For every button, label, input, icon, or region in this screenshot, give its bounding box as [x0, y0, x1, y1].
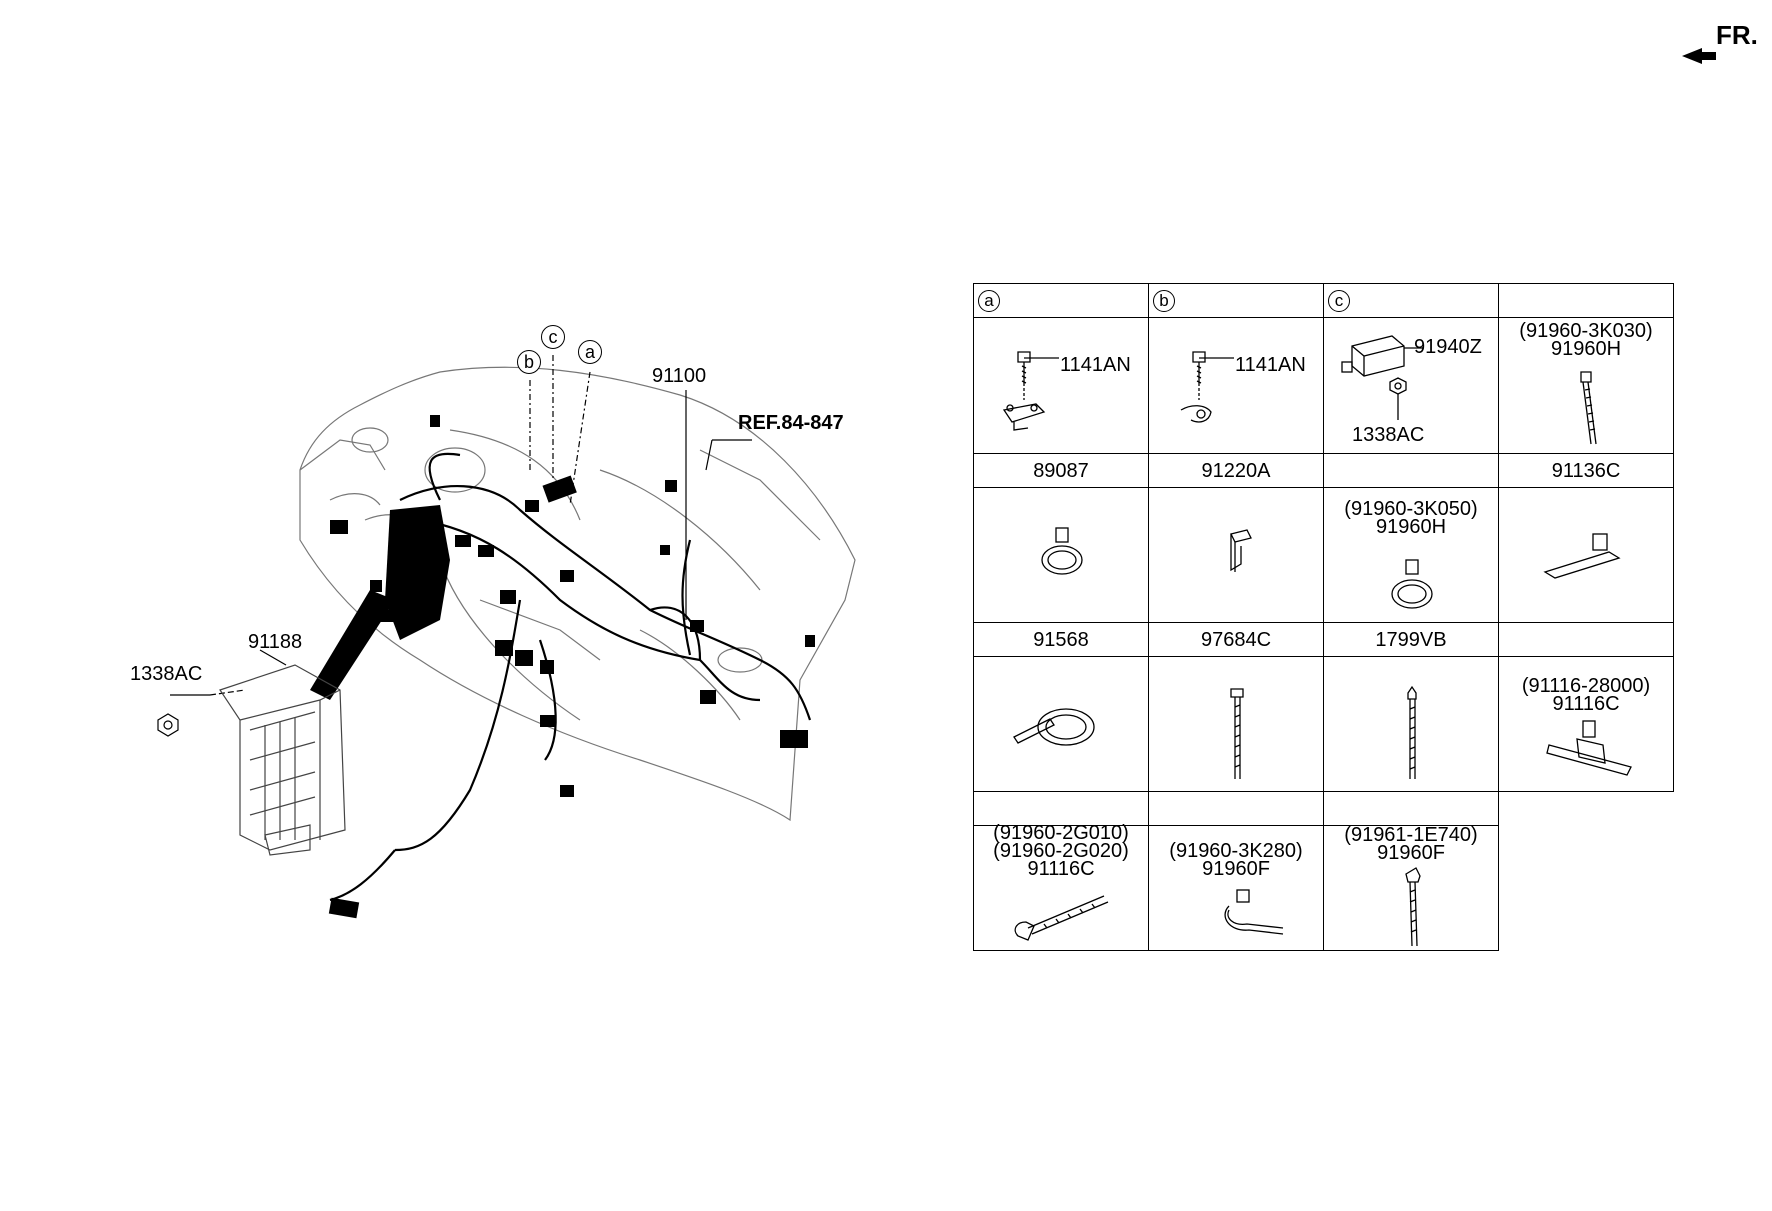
clamp-icon: [1391, 559, 1433, 609]
part-number-alt: (91960-3K030): [1519, 320, 1653, 342]
bracket-clip-icon: [1230, 529, 1252, 572]
cable-tie-icon: [1407, 685, 1417, 779]
part-cell-r3c3: [1323, 656, 1499, 792]
label-cell-r3c1: 91568: [973, 622, 1149, 657]
table-header-a: a: [973, 283, 1149, 318]
header-callout-b: b: [1153, 290, 1175, 312]
part-number: 91960H: [1550, 338, 1622, 360]
callout-c: c: [541, 325, 565, 349]
label-cell-r4c2: [1148, 791, 1324, 826]
table-header-d: [1498, 283, 1674, 318]
part-number: 1141AN: [1235, 354, 1306, 376]
callout-a: a: [578, 340, 602, 364]
cable-tie-icon: [1014, 895, 1109, 941]
part-cell-r3c2: [1148, 656, 1324, 792]
nut-label: 1338AC: [130, 663, 203, 685]
part-number: 91960H: [1375, 516, 1447, 538]
label-cell-r3c3: 1799VB: [1323, 622, 1499, 657]
part-number: 91116C: [1027, 858, 1095, 880]
label-cell-r4c3: [1323, 791, 1499, 826]
part-number: 91568: [1033, 629, 1089, 651]
part-cell-r2c4: [1498, 487, 1674, 623]
part-cell-r1c2: 1141AN: [1148, 317, 1324, 454]
dashboard-harness-drawing: [157, 355, 856, 919]
part-number: 1338AC: [1352, 424, 1425, 446]
part-cell-r2c3: (91960-3K050) 91960H: [1323, 487, 1499, 623]
tape-clip-icon: [1543, 533, 1621, 579]
part-number: 91960F: [1202, 858, 1270, 880]
part-number-alt: (91960-3K050): [1344, 498, 1478, 520]
tape-clip-icon: [1546, 720, 1632, 776]
table-header-c: c: [1323, 283, 1499, 318]
part-cell-r4c3: (91961-1E740) 91960F: [1323, 825, 1499, 951]
part-number-alt: (91960-2G020): [993, 840, 1129, 862]
clamp-icon: [1041, 527, 1083, 575]
part-cell-r1c3: 91940Z 1338AC: [1323, 317, 1499, 454]
part-cell-r4c2: (91960-3K280) 91960F: [1148, 825, 1324, 951]
part-cell-r3c4: (91116-28000) 91116C: [1498, 656, 1674, 792]
part-cell-r4c1: (91960-2G010) (91960-2G020) 91116C: [973, 822, 1149, 951]
label-cell-r3c4: [1498, 622, 1674, 657]
strap-clamp-icon: [1013, 708, 1095, 746]
part-number-alt: (91116-28000): [1521, 675, 1651, 697]
part-cell-r2c2: [1148, 487, 1324, 623]
part-number-alt: (91961-1E740): [1344, 824, 1478, 846]
part-number-alt: (91960-3K280): [1169, 840, 1303, 862]
part-number: 1141AN: [1060, 354, 1131, 376]
header-callout-a: a: [978, 290, 1000, 312]
cable-tie-icon: [1230, 688, 1244, 779]
direction-label: FR.: [1716, 20, 1758, 50]
ref-label: REF.84-847: [738, 412, 844, 434]
callout-b: b: [517, 350, 541, 374]
bolt-bracket-icon: [1002, 351, 1059, 431]
part-number: 91116C: [1552, 693, 1620, 715]
bolt-clip-icon: [1180, 351, 1234, 423]
junction-box-label: 91188: [248, 631, 303, 653]
module-nut-icon: [1341, 335, 1424, 420]
harness-label: 91100: [652, 365, 707, 387]
part-number: 91960F: [1377, 842, 1445, 864]
label-cell-r2c1: 89087: [973, 453, 1149, 488]
part-number: 97684C: [1200, 629, 1272, 651]
part-cell-r1c4: (91960-3K030) 91960H: [1498, 317, 1674, 454]
label-cell-r2c4: 91136C: [1498, 453, 1674, 488]
cable-tie-icon: [1224, 889, 1284, 935]
front-arrow-icon: [1682, 48, 1716, 64]
label-cell-r3c2: 97684C: [1148, 622, 1324, 657]
label-cell-r2c3: [1323, 453, 1499, 488]
label-cell-r4c1: [973, 791, 1149, 826]
part-number: 91136C: [1551, 460, 1621, 482]
part-number: 89087: [1033, 460, 1089, 482]
part-cell-r2c1: [973, 487, 1149, 623]
label-cell-r2c2: 91220A: [1148, 453, 1324, 488]
header-callout-c: c: [1328, 290, 1350, 312]
part-number: 91220A: [1201, 460, 1271, 482]
part-number: 1799VB: [1375, 629, 1447, 651]
part-number: 91940Z: [1414, 336, 1482, 358]
part-cell-r3c1: [973, 656, 1149, 792]
cable-tie-icon: [1580, 371, 1597, 445]
part-cell-r1c1: 1141AN: [973, 317, 1149, 454]
table-header-b: b: [1148, 283, 1324, 318]
cable-tie-icon: [1405, 867, 1421, 947]
part-number-alt: (91960-2G010): [993, 822, 1129, 844]
